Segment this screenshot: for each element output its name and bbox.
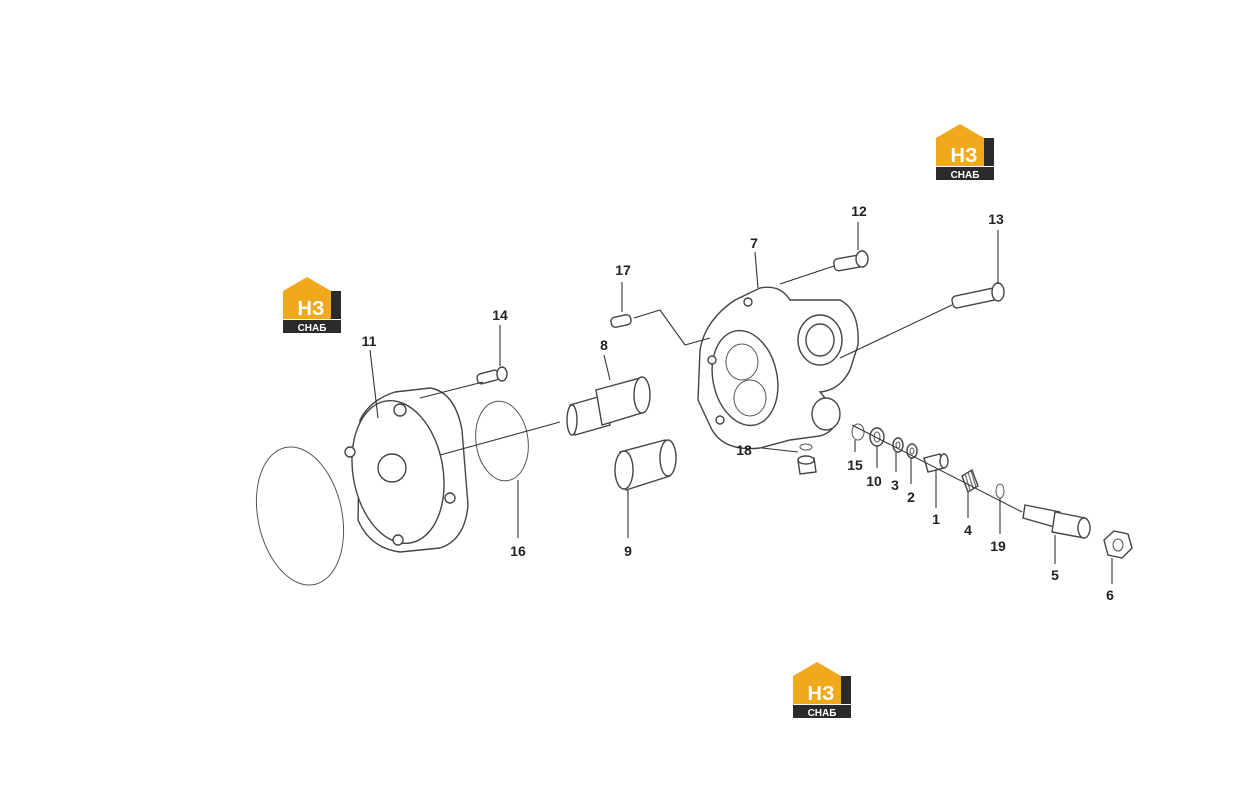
dowel-pin-part-17 [610, 314, 632, 328]
plug-part-18 [797, 443, 817, 475]
driven-gear-part-9 [614, 439, 677, 491]
part-label-18: 18 [736, 442, 752, 458]
watermark-logo-left: НЗ СНАБ [283, 277, 341, 334]
cover-part-11 [344, 387, 469, 553]
part-label-6: 6 [1106, 587, 1114, 603]
ring-part-10 [869, 427, 885, 447]
valve-part-1 [923, 453, 949, 473]
seal-ring-part-15 [851, 423, 865, 441]
washer-part-3 [892, 437, 904, 453]
part-label-8: 8 [600, 337, 608, 353]
leader-lines [369, 222, 1113, 584]
part-label-14: 14 [492, 307, 508, 323]
watermark-logo-text: НЗ [951, 145, 978, 167]
part-label-10: 10 [866, 473, 882, 489]
part-label-17: 17 [615, 262, 631, 278]
part-label-4: 4 [964, 522, 972, 538]
part-label-19: 19 [990, 538, 1006, 554]
watermark-logo-subtext: СНАБ [951, 170, 980, 181]
screw-part-14 [476, 366, 508, 385]
part-number-labels: 1 2 3 4 5 6 7 8 9 10 11 12 13 14 15 16 1… [362, 203, 1115, 603]
watermark-logo-subtext: СНАБ [298, 323, 327, 334]
watermark-logo-subtext: СНАБ [808, 708, 837, 719]
watermark-logo-text: НЗ [298, 298, 325, 320]
o-ring-part-16 [475, 400, 529, 482]
nut-part-6 [1103, 530, 1133, 559]
part-label-15: 15 [847, 457, 863, 473]
pump-housing-part-7 [697, 286, 859, 450]
part-label-1: 1 [932, 511, 940, 527]
bolt-part-13 [951, 282, 1005, 309]
part-label-13: 13 [988, 211, 1004, 227]
gasket-large [255, 446, 345, 586]
watermark-logo-bottom: НЗ СНАБ [793, 662, 851, 719]
part-label-12: 12 [851, 203, 867, 219]
part-label-3: 3 [891, 477, 899, 493]
part-label-16: 16 [510, 543, 526, 559]
part-label-7: 7 [750, 235, 758, 251]
adjusting-screw-part-5 [1022, 504, 1091, 539]
part-label-2: 2 [907, 489, 915, 505]
spring-part-4 [961, 468, 979, 494]
drive-gear-part-8 [566, 376, 651, 436]
part-label-5: 5 [1051, 567, 1059, 583]
part-label-9: 9 [624, 543, 632, 559]
o-ring-part-19 [995, 483, 1005, 499]
part-label-11: 11 [362, 333, 377, 349]
watermark-logo-top-right: НЗ СНАБ [936, 124, 994, 181]
bolt-part-12 [833, 250, 869, 272]
watermark-logo-text: НЗ [808, 683, 835, 705]
